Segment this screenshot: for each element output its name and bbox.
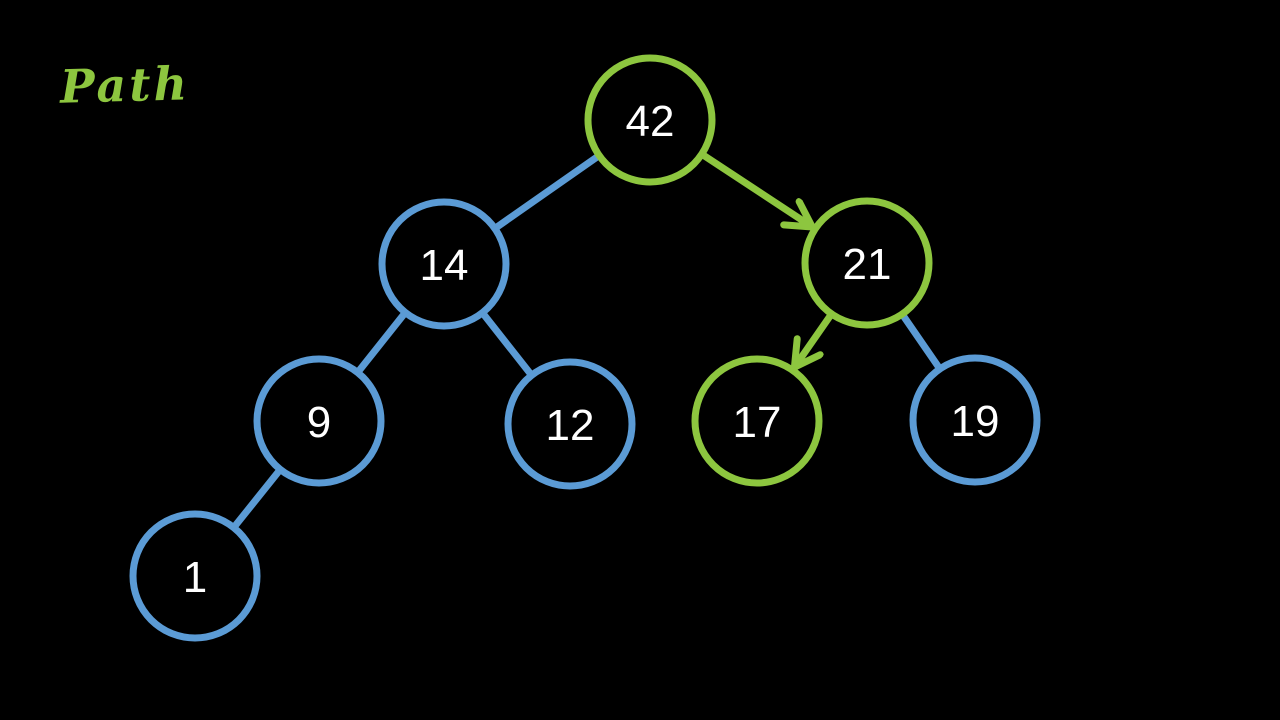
tree-edge-42-14 bbox=[494, 154, 600, 230]
node-label-17: 17 bbox=[733, 398, 782, 447]
node-circle-14 bbox=[378, 198, 510, 330]
node-label-19: 19 bbox=[951, 397, 1000, 446]
tree-node-21: 21 bbox=[801, 197, 933, 329]
node-circle-19 bbox=[909, 354, 1041, 486]
slide-title: Path bbox=[59, 56, 191, 114]
tree-node-42: 42 bbox=[584, 54, 716, 186]
node-circle-9 bbox=[253, 355, 385, 487]
node-label-1: 1 bbox=[183, 553, 207, 602]
node-label-42: 42 bbox=[626, 97, 675, 146]
node-label-14: 14 bbox=[420, 241, 469, 290]
node-label-9: 9 bbox=[307, 398, 331, 447]
tree-node-14: 14 bbox=[378, 198, 510, 330]
node-label-12: 12 bbox=[546, 401, 595, 450]
tree-node-17: 17 bbox=[691, 355, 823, 487]
tree-node-12: 12 bbox=[504, 358, 636, 490]
node-label-21: 21 bbox=[843, 240, 892, 289]
tree-edge-9-1 bbox=[232, 468, 282, 529]
node-circle-12 bbox=[504, 358, 636, 490]
node-circle-21 bbox=[801, 197, 933, 329]
node-circle-1 bbox=[129, 510, 261, 642]
tree-node-9: 9 bbox=[253, 355, 385, 487]
tree-edge-42-21 bbox=[701, 152, 816, 231]
tree-node-19: 19 bbox=[909, 354, 1041, 486]
tree-edge-14-9 bbox=[356, 311, 407, 374]
node-circle-42 bbox=[584, 54, 716, 186]
tree-edge-21-19 bbox=[900, 313, 942, 370]
node-circle-17 bbox=[691, 355, 823, 487]
tree-edge-14-12 bbox=[481, 311, 533, 377]
tree-edge-21-17 bbox=[790, 313, 834, 371]
tree-node-1: 1 bbox=[129, 510, 261, 642]
